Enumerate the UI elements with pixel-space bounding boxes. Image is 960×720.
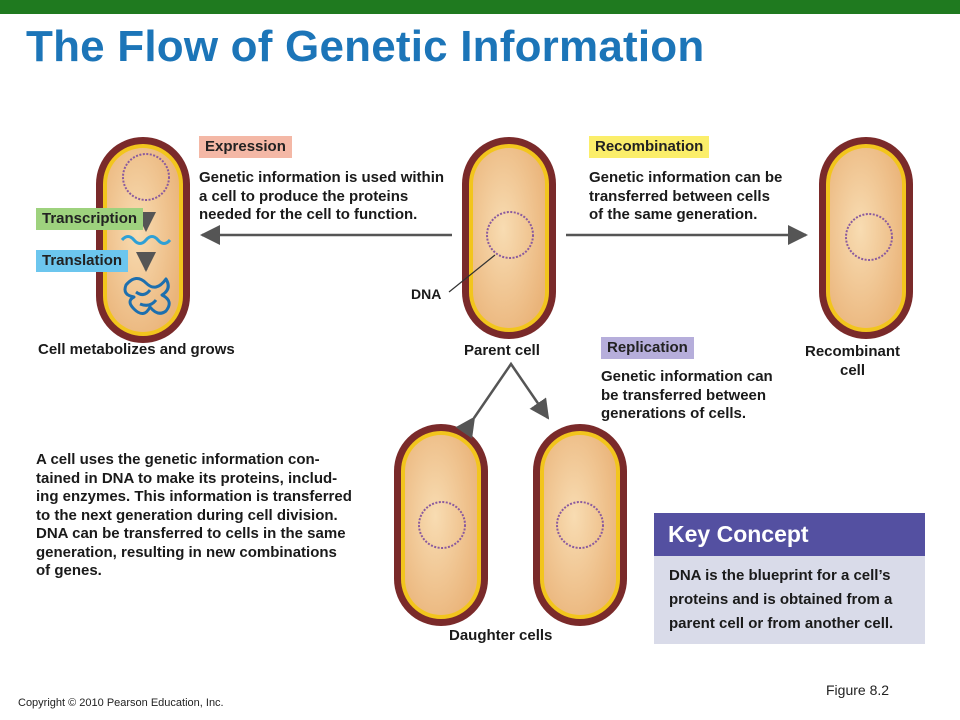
dna-loop xyxy=(845,213,893,261)
dna-loop xyxy=(486,211,534,259)
replication-description: Genetic information can be transferred b… xyxy=(601,368,773,424)
text-line: proteins and is obtained from a xyxy=(669,591,893,608)
text-line: to the next generation during cell divis… xyxy=(36,506,338,524)
dna-label: DNA xyxy=(411,286,442,302)
parent-cell-caption: Parent cell xyxy=(464,342,540,359)
replication-label: Replication xyxy=(601,337,694,359)
dna-loop xyxy=(418,501,466,549)
daughter-cells-caption: Daughter cells xyxy=(449,627,553,644)
caption-line: Recombinant xyxy=(805,343,901,360)
text-line: Genetic information is used within xyxy=(199,169,445,186)
translation-label: Translation xyxy=(36,250,129,272)
key-concept-heading: Key Concept xyxy=(654,513,925,556)
text-line: transferred between cells xyxy=(589,187,770,205)
text-line: generations of cells. xyxy=(601,405,747,422)
dna-loop xyxy=(122,153,170,201)
recombination-description: Genetic information can be transferred b… xyxy=(589,169,782,225)
key-concept-body: DNA is the blueprint for a cell’s protei… xyxy=(654,556,925,636)
daughter-cell-left xyxy=(394,424,488,626)
figure-number: Figure 8.2 xyxy=(826,682,890,698)
expression-description: Genetic information is used within a cel… xyxy=(199,169,444,225)
key-concept-box: Key Concept DNA is the blueprint for a c… xyxy=(654,513,925,644)
dna-pointer-line xyxy=(448,254,496,293)
recombinant-cell-caption: Recombinant cell xyxy=(805,342,900,380)
text-line: needed for the cell to function. xyxy=(199,206,418,223)
expression-cell xyxy=(96,137,190,343)
copyright-footer: Copyright © 2010 Pearson Education, Inc. xyxy=(18,697,224,709)
parent-cell xyxy=(448,137,556,339)
text-line: ing enzymes. This information is transfe… xyxy=(36,488,352,505)
caption-line: cell xyxy=(839,362,866,379)
recombination-label: Recombination xyxy=(589,136,710,158)
text-line: parent cell or from another cell. xyxy=(669,615,894,632)
text-line: A cell uses the genetic information con- xyxy=(36,451,320,468)
text-line: a cell to produce the proteins xyxy=(199,187,409,205)
transcription-label: Transcription xyxy=(36,208,144,230)
daughter-cell-right xyxy=(533,424,627,626)
recombinant-cell xyxy=(819,137,913,339)
text-line: DNA can be transferred to cells in the s… xyxy=(36,525,346,542)
replication-arrows xyxy=(455,361,550,439)
text-line: Genetic information can xyxy=(601,368,773,385)
text-line: Genetic information can be xyxy=(589,169,783,186)
expression-label: Expression xyxy=(199,136,292,158)
dna-loop xyxy=(556,501,604,549)
text-line: of genes. xyxy=(36,562,102,579)
mrna-icon xyxy=(120,235,172,245)
text-line: tained in DNA to make its proteins, incl… xyxy=(36,469,338,487)
text-line: be transferred between xyxy=(601,386,767,404)
text-line: of the same generation. xyxy=(589,206,758,223)
text-line: DNA is the blueprint for a cell’s xyxy=(669,567,891,584)
main-description: A cell uses the genetic information con-… xyxy=(36,451,352,581)
top-bar xyxy=(0,0,960,14)
protein-icon xyxy=(123,277,171,315)
slide-title: The Flow of Genetic Information xyxy=(26,22,705,71)
text-line: generation, resulting in new combination… xyxy=(36,543,337,561)
metabolizes-caption: Cell metabolizes and grows xyxy=(38,341,235,358)
